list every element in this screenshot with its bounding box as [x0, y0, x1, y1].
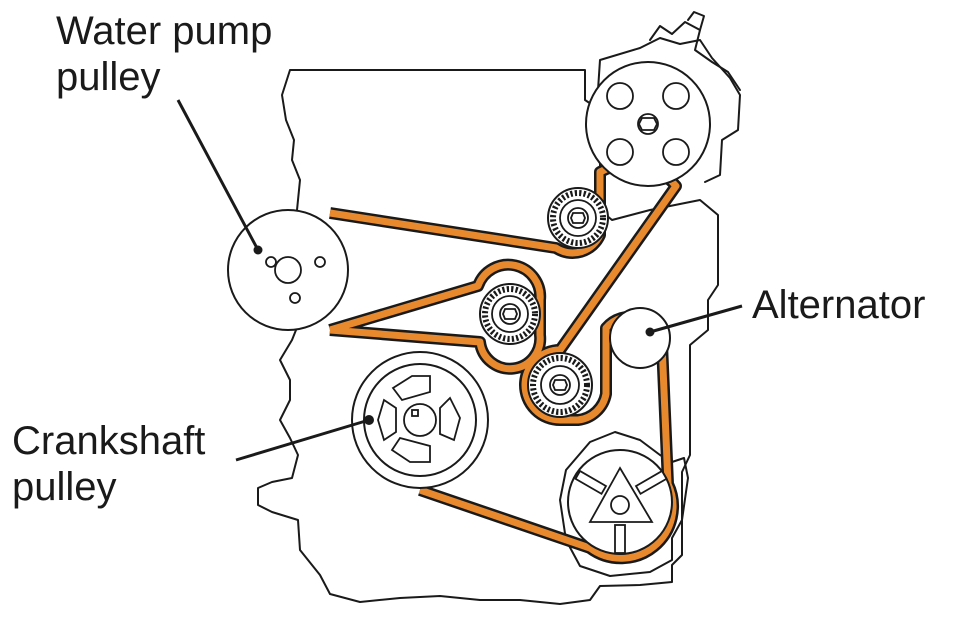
compressor-housing [559, 431, 689, 577]
crankshaft-label-line2: pulley [12, 465, 117, 509]
water-pump-pulley [227, 209, 349, 331]
water-pump-leader-line [176, 99, 260, 251]
alternator-label: Alternator [752, 283, 926, 327]
tensioner-pulley [527, 352, 593, 418]
power-steering-pulley [585, 61, 711, 187]
middle-idler-pulley [479, 283, 541, 345]
water-pump-pulley-label: Water pump pulley [56, 8, 272, 100]
crankshaft-leader-line [235, 418, 370, 462]
water-pump-label-line2: pulley [56, 55, 161, 99]
crankshaft-label-line1: Crankshaft [12, 419, 206, 463]
power-steering-housing [597, 37, 741, 183]
crankshaft-pulley [351, 351, 489, 489]
compressor-pulley [567, 449, 673, 555]
crankshaft-pulley-label: Crankshaft pulley [12, 418, 205, 510]
alternator-pulley [609, 307, 671, 369]
upper-idler-pulley [547, 187, 609, 249]
water-pump-label-line1: Water pump [56, 9, 273, 53]
power-steering-tab [687, 11, 705, 31]
alternator-leader-line [649, 304, 743, 334]
